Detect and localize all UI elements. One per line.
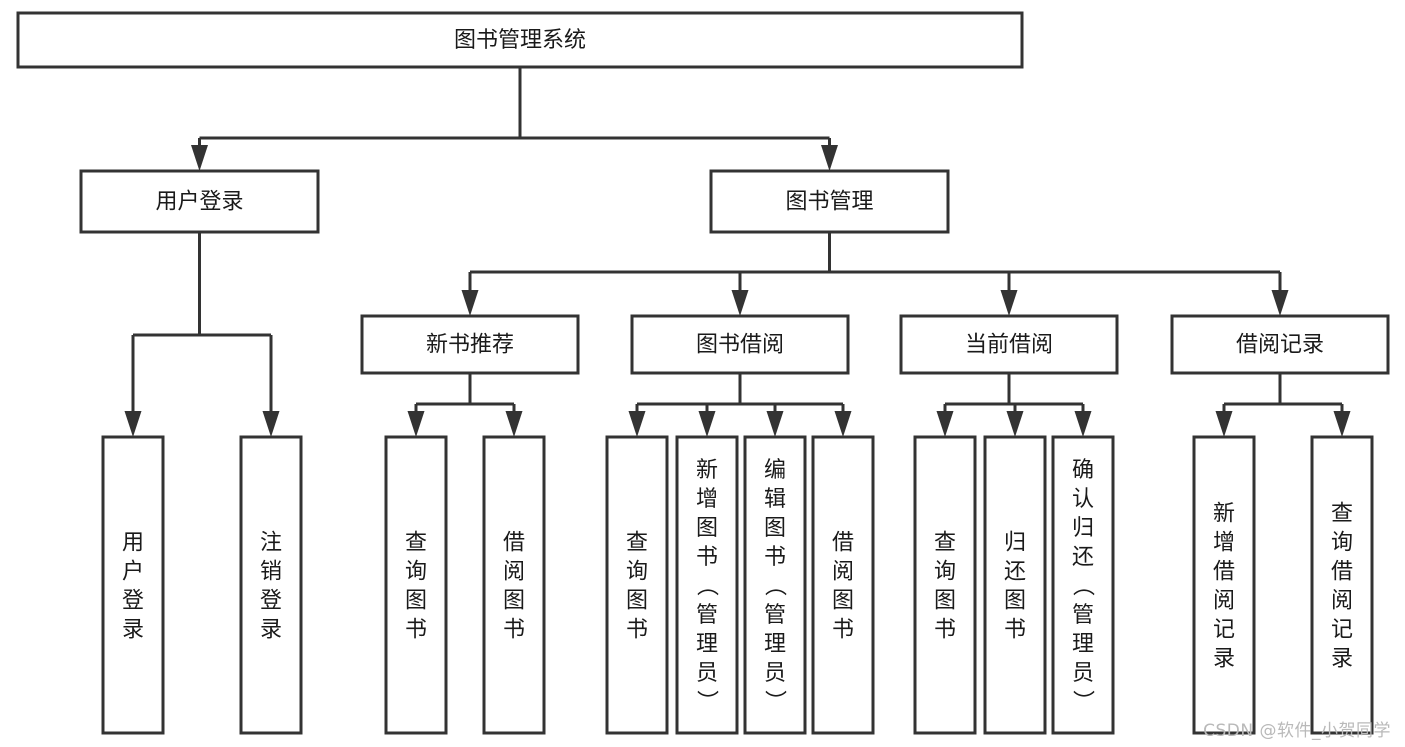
node-box xyxy=(899,314,1119,375)
node-leaf-add-book[interactable]: 新增图书（管理员） xyxy=(675,435,739,735)
arrow-head-icon xyxy=(1215,411,1233,437)
node-box xyxy=(79,169,320,234)
node-leaf-query-record[interactable]: 查询借阅记录 xyxy=(1310,435,1374,735)
node-label: 查询借阅记录 xyxy=(1331,502,1353,672)
node-label: 借阅记录 xyxy=(1236,333,1324,358)
connector-group xyxy=(936,373,1092,437)
connector-group xyxy=(628,373,852,437)
arrow-head-icon xyxy=(191,145,208,171)
arrow-head-icon xyxy=(1271,290,1289,316)
node-book-manage[interactable]: 图书管理 xyxy=(709,169,950,234)
node-box xyxy=(1310,435,1374,735)
node-box xyxy=(384,435,448,735)
node-box xyxy=(239,435,303,735)
arrow-head-icon xyxy=(766,411,784,437)
node-box xyxy=(675,435,739,735)
node-new-book-rec[interactable]: 新书推荐 xyxy=(360,314,580,375)
arrow-head-icon xyxy=(262,411,280,437)
node-label: 图书管理系统 xyxy=(454,28,586,53)
connector-group xyxy=(124,232,280,437)
node-user-login[interactable]: 用户登录 xyxy=(79,169,320,234)
node-box xyxy=(630,314,850,375)
connector-layer xyxy=(124,67,1351,437)
node-leaf-borrow-book-1[interactable]: 借阅图书 xyxy=(482,435,546,735)
node-label: 查询图书 xyxy=(405,531,427,643)
arrow-head-icon xyxy=(834,411,852,437)
node-label: 新增图书（管理员） xyxy=(696,458,719,715)
connector-group xyxy=(407,373,523,437)
node-leaf-logout-login[interactable]: 注销登录 xyxy=(239,435,303,735)
node-borrow-record[interactable]: 借阅记录 xyxy=(1170,314,1390,375)
connector-group xyxy=(461,232,1289,316)
node-label: 编辑图书（管理员） xyxy=(764,458,787,715)
node-box xyxy=(101,435,165,735)
node-root[interactable]: 图书管理系统 xyxy=(16,11,1024,69)
node-label: 确认归还（管理员） xyxy=(1072,458,1095,715)
node-layer: 图书管理系统用户登录图书管理新书推荐图书借阅当前借阅借阅记录用户登录注销登录查询… xyxy=(16,11,1390,735)
node-label: 图书借阅 xyxy=(696,333,784,358)
node-label: 用户登录 xyxy=(122,531,144,643)
node-leaf-borrow-book-2[interactable]: 借阅图书 xyxy=(811,435,875,735)
connector-group xyxy=(1215,373,1351,437)
node-current-borrow[interactable]: 当前借阅 xyxy=(899,314,1119,375)
node-label: 查询图书 xyxy=(626,531,648,643)
node-label: 新增借阅记录 xyxy=(1213,502,1235,672)
node-leaf-query-book-1[interactable]: 查询图书 xyxy=(384,435,448,735)
node-box xyxy=(1051,435,1115,735)
node-label: 图书管理 xyxy=(785,190,873,215)
node-box xyxy=(913,435,977,735)
node-leaf-confirm-return[interactable]: 确认归还（管理员） xyxy=(1051,435,1115,735)
arrow-head-icon xyxy=(1000,290,1018,316)
arrow-head-icon xyxy=(698,411,716,437)
node-box xyxy=(743,435,807,735)
node-leaf-query-book-3[interactable]: 查询图书 xyxy=(913,435,977,735)
node-box xyxy=(1192,435,1256,735)
node-leaf-return-book[interactable]: 归还图书 xyxy=(983,435,1047,735)
node-book-borrow[interactable]: 图书借阅 xyxy=(630,314,850,375)
node-box xyxy=(709,169,950,234)
arrow-head-icon xyxy=(628,411,646,437)
arrow-head-icon xyxy=(124,411,142,437)
node-label: 查询图书 xyxy=(934,531,956,643)
node-leaf-edit-book[interactable]: 编辑图书（管理员） xyxy=(743,435,807,735)
arrow-head-icon xyxy=(1006,411,1024,437)
node-box xyxy=(482,435,546,735)
arrow-head-icon xyxy=(731,290,749,316)
arrow-head-icon xyxy=(407,411,425,437)
arrow-head-icon xyxy=(936,411,954,437)
node-box xyxy=(605,435,669,735)
node-label: 当前借阅 xyxy=(965,333,1053,358)
node-box xyxy=(360,314,580,375)
node-leaf-user-login[interactable]: 用户登录 xyxy=(101,435,165,735)
node-box xyxy=(983,435,1047,735)
node-leaf-query-book-2[interactable]: 查询图书 xyxy=(605,435,669,735)
node-label: 新书推荐 xyxy=(426,333,514,358)
node-box xyxy=(811,435,875,735)
arrow-head-icon xyxy=(1333,411,1351,437)
node-leaf-add-record[interactable]: 新增借阅记录 xyxy=(1192,435,1256,735)
node-box xyxy=(1170,314,1390,375)
arrow-head-icon xyxy=(505,411,523,437)
connector-group xyxy=(191,67,838,171)
node-label: 归还图书 xyxy=(1004,531,1026,643)
arrow-head-icon xyxy=(1074,411,1092,437)
arrow-head-icon xyxy=(821,145,838,171)
node-label: 借阅图书 xyxy=(832,531,854,643)
node-label: 注销登录 xyxy=(260,531,282,643)
arrow-head-icon xyxy=(461,290,479,316)
node-label: 用户登录 xyxy=(155,190,243,215)
node-label: 借阅图书 xyxy=(503,531,525,643)
node-box xyxy=(16,11,1024,69)
